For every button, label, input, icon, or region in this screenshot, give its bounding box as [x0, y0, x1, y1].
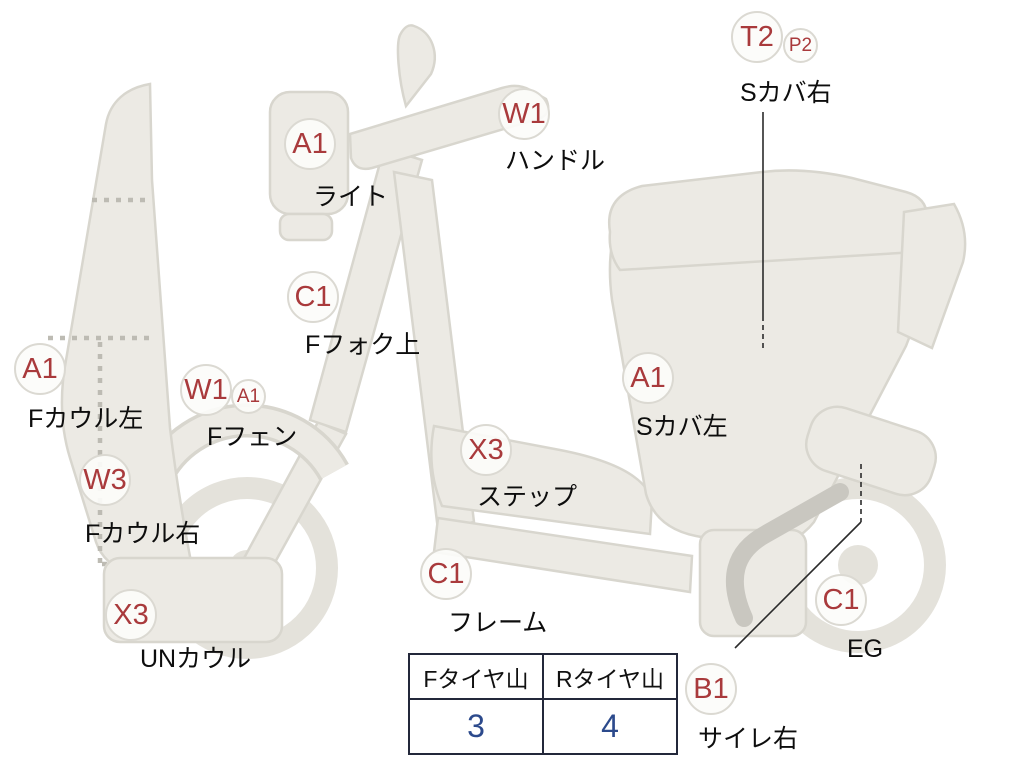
marker-under-cowl-code: X3: [105, 589, 157, 641]
muffler-strap: [725, 483, 849, 627]
side-cover: [608, 214, 944, 548]
marker-silencer-right-label: サイレ右: [698, 725, 799, 753]
leader-silencer: [734, 521, 862, 649]
marker-ffender-sub: A1: [231, 379, 266, 414]
marker-silencer-right-code: B1: [685, 663, 737, 715]
marker-handle-label: ハンドル: [505, 147, 606, 175]
marker-scover-left-label: Sカバ左: [636, 413, 728, 441]
marker-frame-code: C1: [420, 548, 472, 600]
tire-tread-rear-value: 4: [542, 698, 678, 755]
rear-carrier: [896, 202, 967, 350]
tire-tread-table: Fタイヤ山 Rタイヤ山 3 4: [408, 653, 678, 755]
front-cowl: [60, 82, 198, 588]
frame-rail: [432, 516, 694, 594]
marker-fcowl-left-label: Fカウル左: [28, 405, 144, 433]
marker-ffork-upper-label: Fフォク上: [305, 331, 421, 359]
marker-fcowl-left-code: A1: [14, 343, 66, 395]
marker-fcowl-right-label: Fカウル右: [85, 520, 201, 548]
marker-light-code: A1: [284, 118, 336, 170]
rear-lower-cowl: [698, 528, 808, 638]
marker-under-cowl-label: UNカウル: [140, 645, 252, 673]
marker-ffender-code: W1: [180, 364, 232, 416]
marker-scover-right-code: T2: [731, 11, 783, 63]
tire-table-header-rear: Rタイヤ山: [542, 653, 678, 700]
marker-frame-label: フレーム: [448, 609, 548, 637]
marker-scover-right-label: Sカバ右: [740, 79, 832, 107]
marker-light-label: ライト: [313, 183, 389, 211]
marker-engine-code: C1: [815, 574, 867, 626]
marker-step-code: X3: [460, 424, 512, 476]
headlight-lower: [278, 212, 334, 242]
marker-engine-label: EG: [847, 635, 884, 663]
tire-table-header-front: Fタイヤ山: [408, 653, 544, 700]
marker-step-label: ステップ: [477, 483, 578, 511]
marker-ffender-label: Fフェン: [207, 423, 298, 451]
marker-handle-code: W1: [498, 88, 550, 140]
marker-scover-right-sub: P2: [783, 28, 818, 63]
tire-tread-front-value: 3: [408, 698, 544, 755]
marker-fcowl-right-code: W3: [79, 454, 131, 506]
marker-ffork-upper-code: C1: [287, 271, 339, 323]
seat: [607, 169, 929, 272]
marker-scover-left-code: A1: [622, 352, 674, 404]
mirror: [396, 24, 436, 109]
